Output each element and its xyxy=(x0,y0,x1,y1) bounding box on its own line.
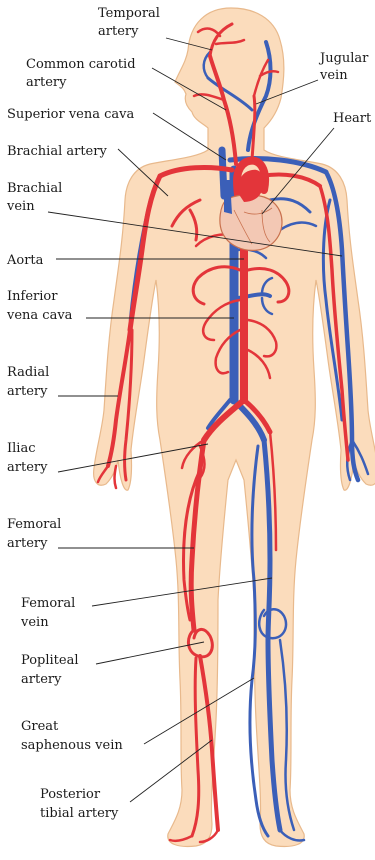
label-popliteal-artery-line2: artery xyxy=(21,672,62,687)
label-brachial-vein: Brachial vein xyxy=(6,181,66,214)
label-iliac-artery-line1: Iliac xyxy=(7,441,35,456)
label-heart: Heart xyxy=(333,111,372,126)
label-temporal-artery: Temporal artery xyxy=(98,6,164,39)
label-heart-line1: Heart xyxy=(333,111,372,126)
label-aorta-line1: Aorta xyxy=(6,253,44,268)
label-posterior-tibial-line1: Posterior xyxy=(40,787,101,802)
label-brachial-vein-line1: Brachial xyxy=(7,181,62,196)
label-great-saphenous-vein: Great saphenous vein xyxy=(21,719,123,753)
label-popliteal-artery-line1: Popliteal xyxy=(21,653,79,668)
label-posterior-tibial-artery: Posterior tibial artery xyxy=(40,787,119,821)
label-femoral-vein-line2: vein xyxy=(20,615,49,630)
label-radial-artery-line2: artery xyxy=(7,384,48,399)
label-great-saphenous-line1: Great xyxy=(21,719,59,734)
label-brachial-vein-line2: vein xyxy=(6,199,35,214)
label-brachial-artery: Brachial artery xyxy=(7,144,107,159)
label-popliteal-artery: Popliteal artery xyxy=(21,653,83,687)
label-femoral-artery-line1: Femoral xyxy=(7,517,61,532)
body-silhouette xyxy=(94,8,375,847)
label-common-carotid-artery: Common carotid artery xyxy=(26,57,140,90)
label-jugular-vein-line1: Jugular xyxy=(318,51,369,66)
label-iliac-artery: Iliac artery xyxy=(7,441,48,475)
label-superior-vena-cava: Superior vena cava xyxy=(7,107,135,122)
label-common-carotid-line1: Common carotid xyxy=(26,57,136,72)
label-great-saphenous-line2: saphenous vein xyxy=(21,738,123,753)
label-femoral-vein-line1: Femoral xyxy=(21,596,75,611)
label-femoral-artery: Femoral artery xyxy=(7,517,65,551)
label-aorta: Aorta xyxy=(6,253,44,268)
label-jugular-vein-line2: vein xyxy=(319,68,348,83)
label-radial-artery: Radial artery xyxy=(7,365,53,399)
label-brachial-artery-line1: Brachial artery xyxy=(7,144,107,159)
label-iliac-artery-line2: artery xyxy=(7,460,48,475)
label-inferior-vena-cava-line2: vena cava xyxy=(6,308,73,323)
label-radial-artery-line1: Radial xyxy=(7,365,49,380)
label-superior-vena-cava-line1: Superior vena cava xyxy=(7,107,135,122)
label-temporal-artery-line2: artery xyxy=(98,24,139,39)
label-posterior-tibial-line2: tibial artery xyxy=(40,806,119,821)
label-inferior-vena-cava-line1: Inferior xyxy=(7,289,58,304)
body-outline xyxy=(94,8,375,847)
label-common-carotid-line2: artery xyxy=(26,75,67,90)
label-temporal-artery-line1: Temporal xyxy=(98,6,160,21)
label-inferior-vena-cava: Inferior vena cava xyxy=(6,289,73,323)
label-femoral-vein: Femoral vein xyxy=(20,596,79,630)
label-femoral-artery-line2: artery xyxy=(7,536,48,551)
label-jugular-vein: Jugular vein xyxy=(318,51,373,83)
superior-vena-cava-vessel xyxy=(222,150,224,196)
